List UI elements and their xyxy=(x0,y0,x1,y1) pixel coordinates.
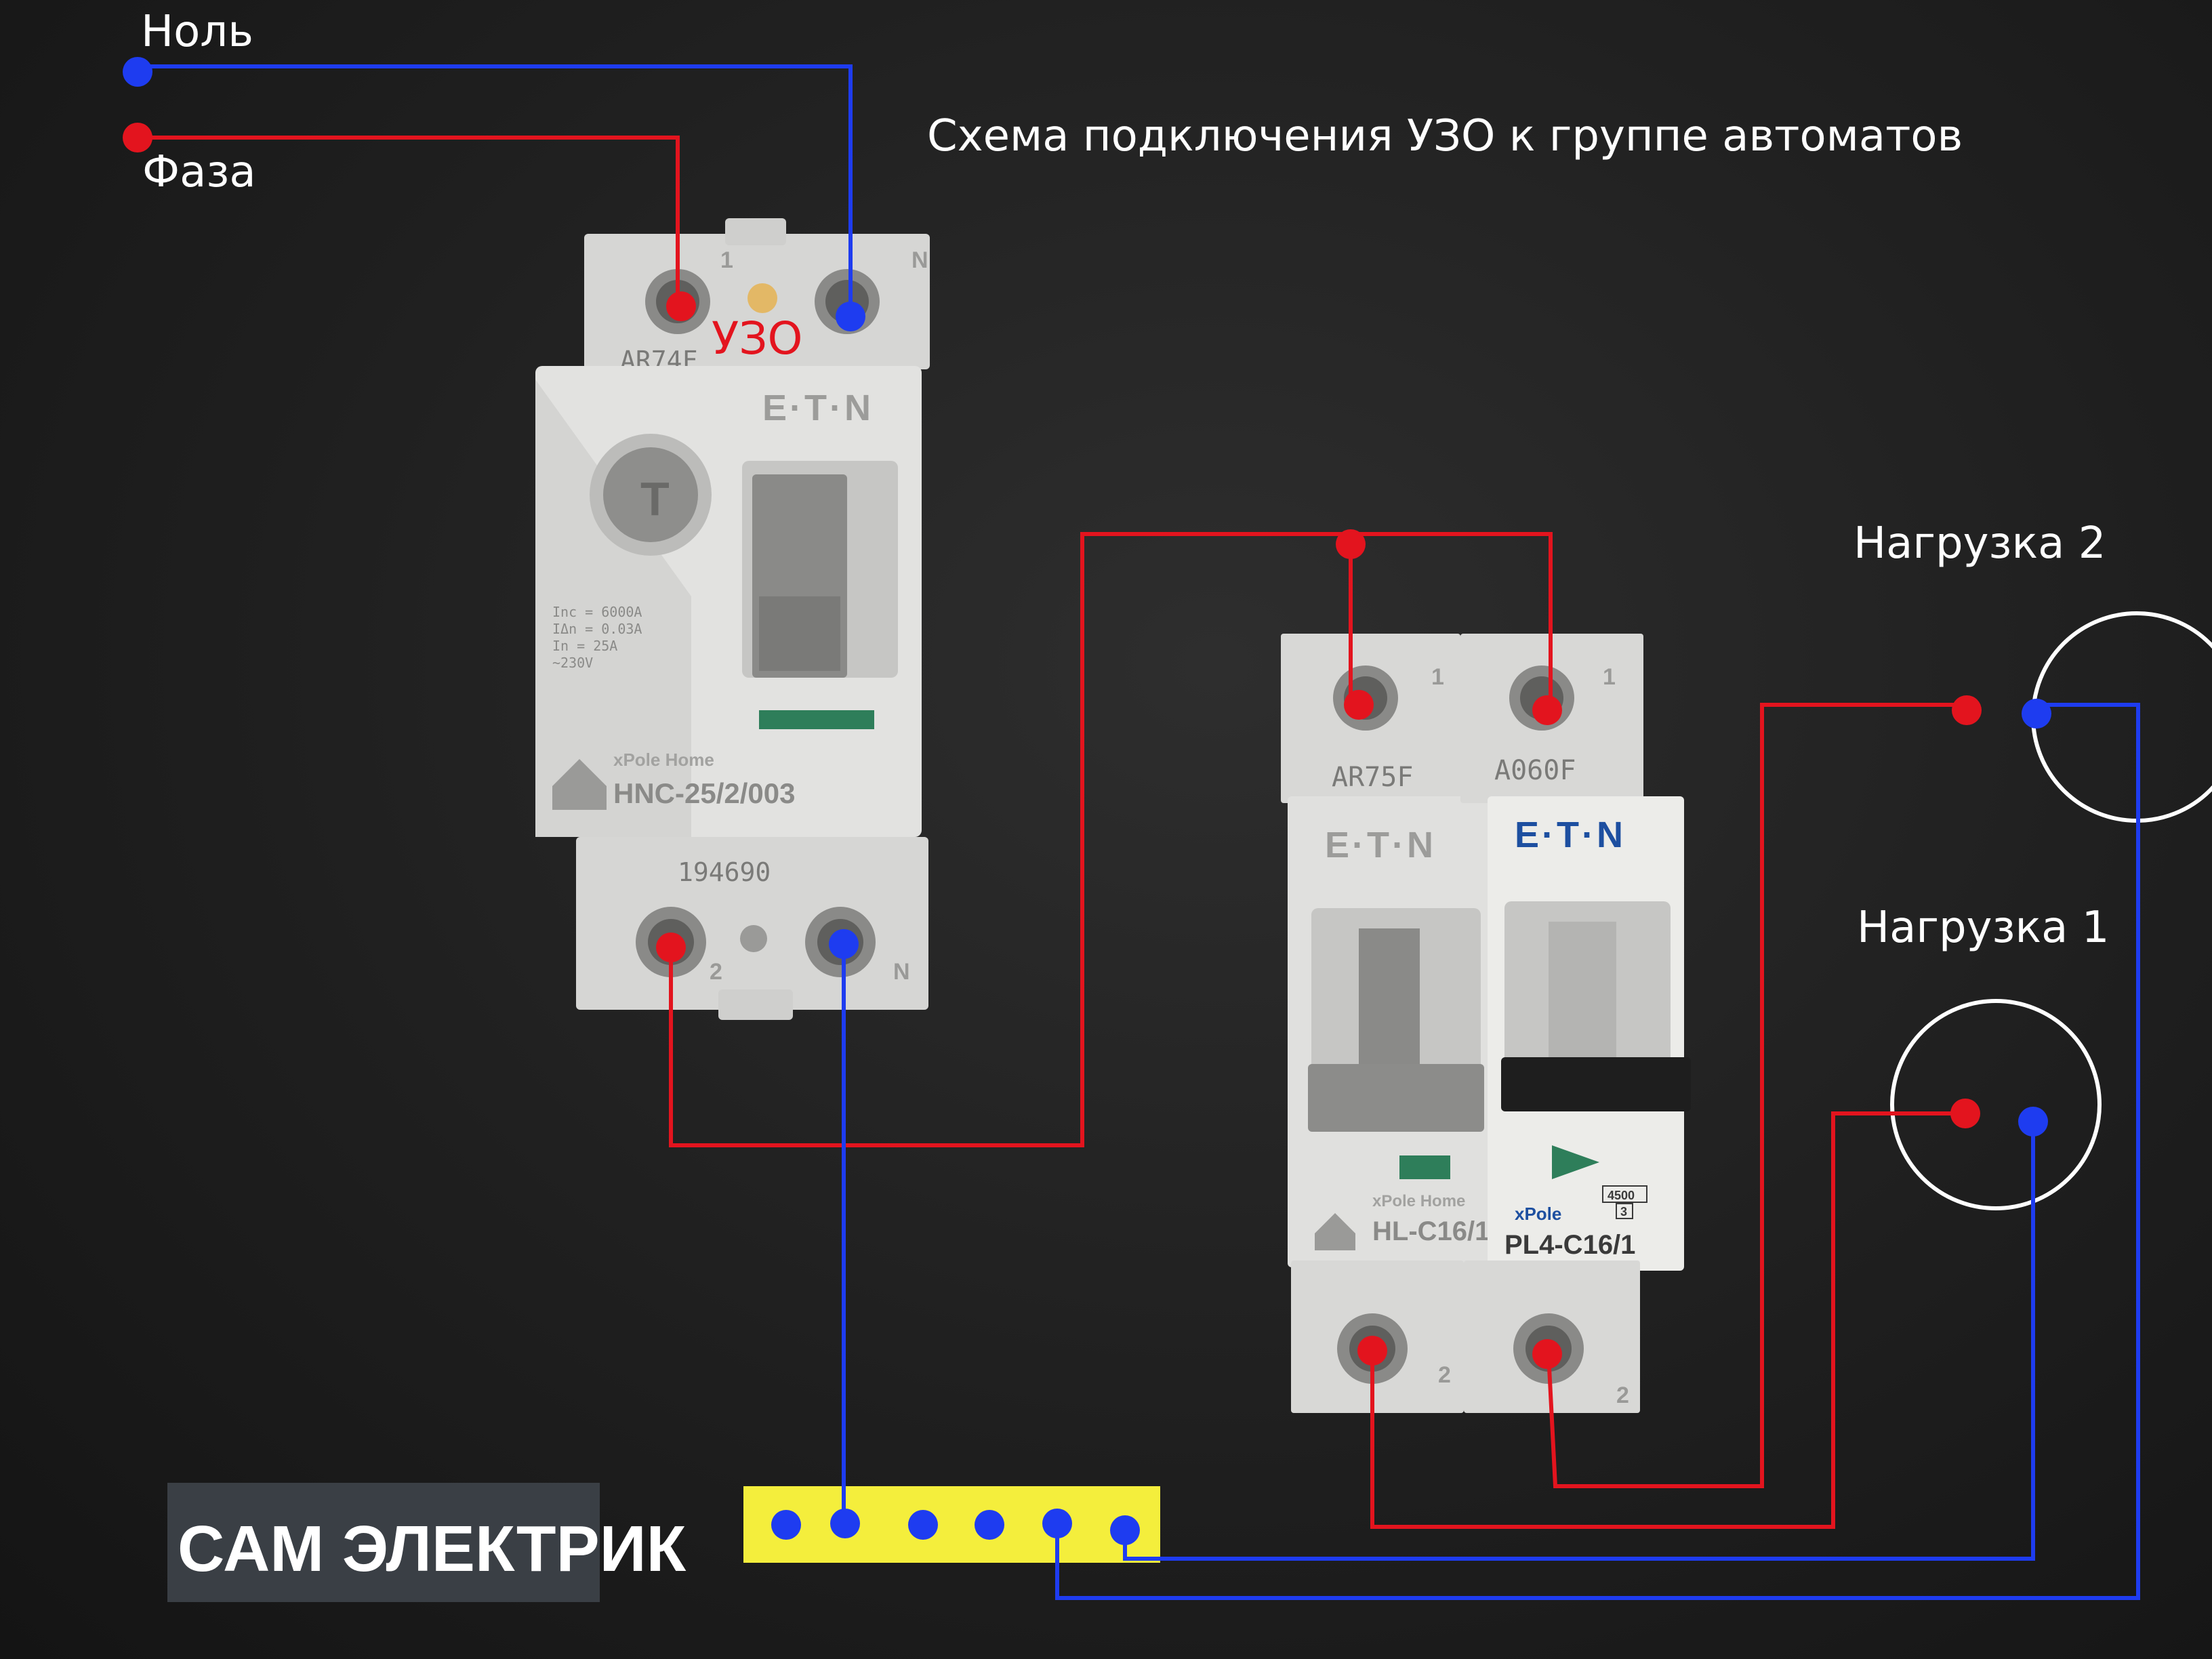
neutral-input-wire xyxy=(138,64,853,316)
rcd-neutral-out-dot xyxy=(829,929,859,959)
rcd-label: УЗО xyxy=(712,312,802,365)
neutral-label: Ноль xyxy=(141,7,253,57)
phase-input-wire xyxy=(138,136,680,306)
rcd-phase-out-dot xyxy=(656,933,686,962)
breaker-1-terminal-bottom-label: 2 xyxy=(1438,1362,1451,1388)
breaker-2-top-code: A060F xyxy=(1494,755,1576,786)
breaker-2: 1 A060F E·T·N xPole PL4-C16/1 4500 3 2 xyxy=(1460,634,1691,1413)
load-1-socket xyxy=(1890,999,2102,1210)
phase-input-dot xyxy=(123,123,152,152)
breaker-2-out-dot xyxy=(1532,1339,1562,1369)
load-2-label: Нагрузка 2 xyxy=(1853,518,2106,569)
rcd-spec-3: In = 25A xyxy=(552,638,617,654)
rcd-model: HNC-25/2/003 xyxy=(613,777,795,809)
phase-breaker-2-to-load-2-wire xyxy=(1547,703,1967,1488)
load-1-neutral-dot xyxy=(2018,1107,2048,1136)
load-1-label: Нагрузка 1 xyxy=(1857,903,2109,953)
rcd-device: 1 N AR74F E·T·N T Inc = 6000A IΔn = 0.03… xyxy=(535,218,930,1020)
neutral-wires xyxy=(138,64,2140,1600)
breaker-2-model: PL4-C16/1 xyxy=(1504,1230,1635,1260)
bus-dot-5 xyxy=(1042,1509,1072,1538)
rcd-spec-1: Inc = 6000A xyxy=(552,604,642,620)
rcd-phase-in-dot xyxy=(666,291,696,321)
bus-dot-3 xyxy=(908,1510,938,1540)
brand-logo: САМ ЭЛЕКТРИК xyxy=(167,1483,687,1602)
phase-breaker-bridge-wire xyxy=(1351,532,1553,710)
rcd-spec-2: IΔn = 0.03A xyxy=(552,621,642,637)
bus-dot-4 xyxy=(975,1510,1004,1540)
breaker-2-series: xPole xyxy=(1515,1204,1561,1224)
breaker-2-terminal-top-label: 1 xyxy=(1603,664,1616,690)
neutral-bus-bar xyxy=(743,1486,1160,1563)
bus-dot-6 xyxy=(1110,1515,1140,1545)
rcd-neutral-in-dot xyxy=(836,302,865,331)
load-2-neutral-dot xyxy=(2022,699,2051,729)
breaker-1-in-dot xyxy=(1344,690,1374,720)
breaker-1: 1 AR75F E·T·N xPole Home HL-C16/1 2 xyxy=(1281,634,1494,1413)
rcd-test-button-label: T xyxy=(640,472,670,525)
house-logo-icon xyxy=(552,759,607,810)
terminal-dots xyxy=(123,57,2051,1545)
phase-junction-dot xyxy=(1336,529,1366,559)
phase-wires xyxy=(138,136,1967,1529)
bus-dot-2 xyxy=(830,1509,860,1538)
breaker-1-top-code: AR75F xyxy=(1332,762,1413,793)
phase-breaker-1-to-load-1-wire xyxy=(1370,1111,1965,1529)
rcd-terminal-bottom-left-label: 2 xyxy=(710,959,722,985)
load-2-socket xyxy=(2031,611,2212,823)
load-2-phase-dot xyxy=(1952,695,1982,725)
breaker-1-terminal-top-label: 1 xyxy=(1431,664,1444,690)
neutral-input-dot xyxy=(123,57,152,87)
neutral-bus-to-load-1-wire xyxy=(1123,1122,2035,1561)
rcd-terminal-top-left-label: 1 xyxy=(720,247,733,273)
breaker-1-house-logo-icon xyxy=(1315,1213,1355,1250)
rcd-serial: 194690 xyxy=(678,857,771,887)
rcd-brand: E·T·N xyxy=(762,388,874,428)
breaker-1-brand: E·T·N xyxy=(1325,825,1436,865)
rcd-terminal-top-right-label: N xyxy=(912,247,928,273)
rcd-series: xPole Home xyxy=(613,750,714,770)
neutral-bus-to-load-2-wire xyxy=(1055,703,2140,1600)
phase-rcd-to-breakers-wire xyxy=(669,532,1351,1147)
bus-dot-1 xyxy=(771,1510,801,1540)
breaker-2-rating-box: 4500 xyxy=(1607,1189,1635,1202)
breaker-1-out-dot xyxy=(1357,1336,1387,1366)
breaker-2-in-dot xyxy=(1532,695,1562,725)
rcd-spec-4: ~230V xyxy=(552,655,593,671)
breaker-2-brand: E·T·N xyxy=(1515,815,1626,855)
breaker-2-terminal-bottom-label: 2 xyxy=(1616,1382,1629,1408)
logo-text: САМ ЭЛЕКТРИК xyxy=(178,1513,687,1585)
breaker-2-class-box: 3 xyxy=(1620,1205,1627,1218)
load-1-phase-dot xyxy=(1950,1099,1980,1128)
breaker-1-series: xPole Home xyxy=(1372,1192,1465,1210)
phase-label: Фаза xyxy=(142,147,256,197)
diagram-title: Схема подключения УЗО к группе автоматов xyxy=(927,111,1963,161)
breaker-1-model: HL-C16/1 xyxy=(1372,1216,1490,1246)
rcd-terminal-bottom-right-label: N xyxy=(893,959,910,985)
